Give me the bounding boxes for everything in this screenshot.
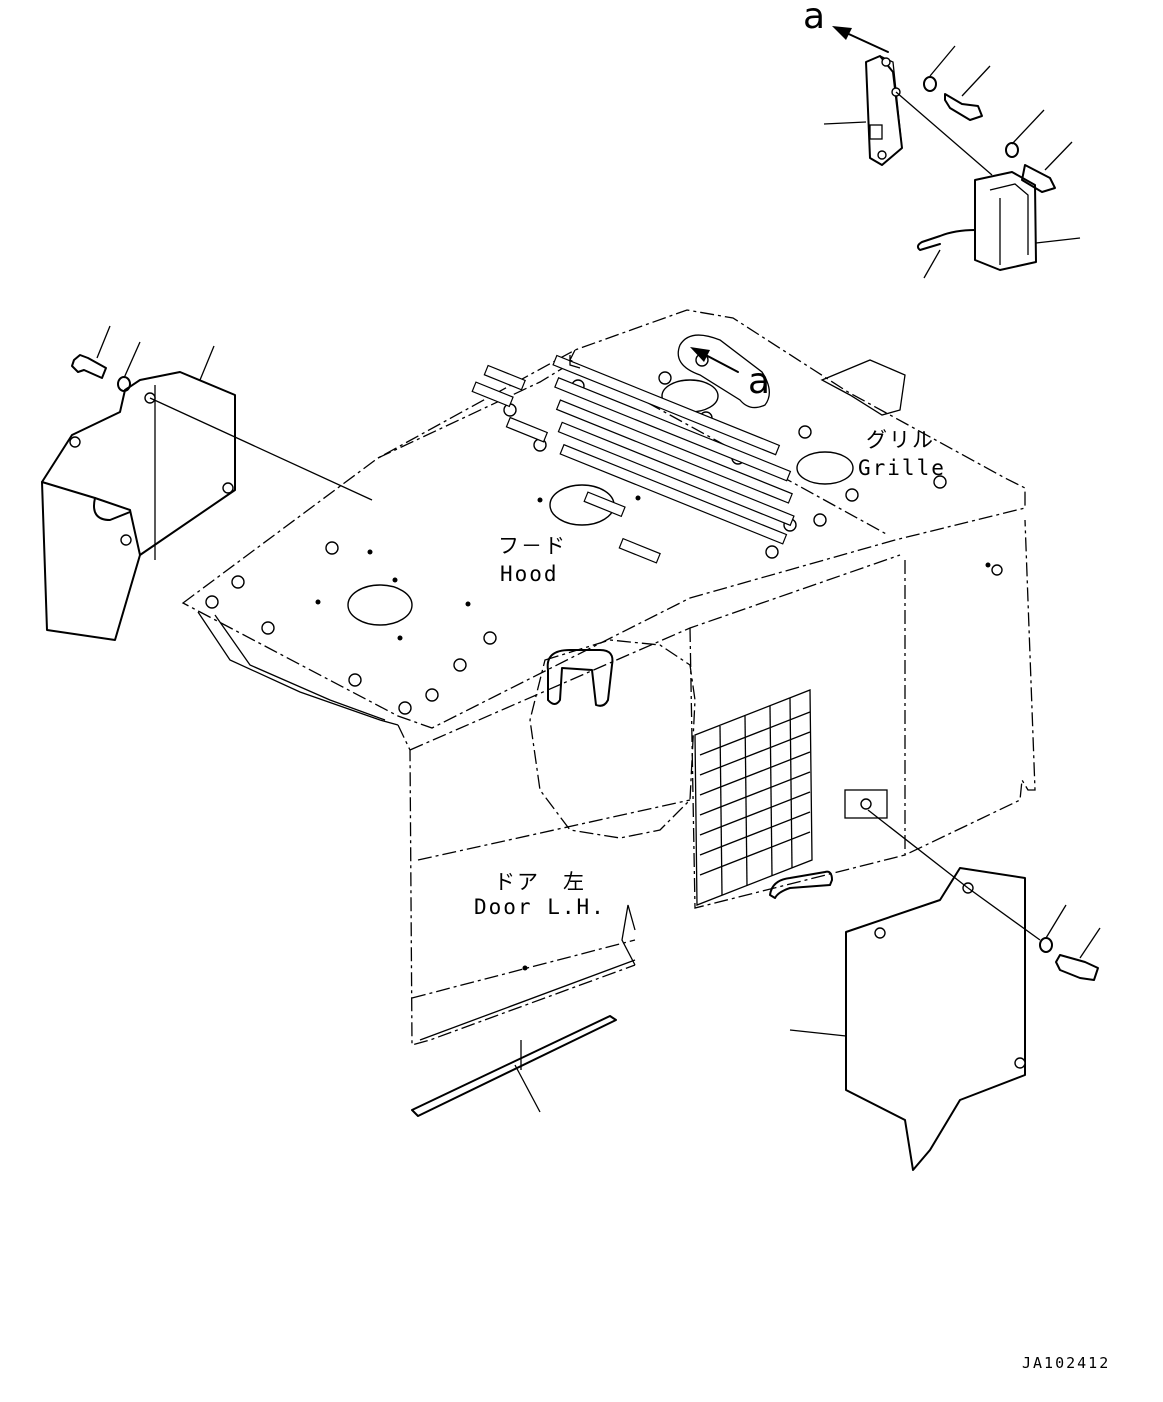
hood-label-en: Hood (500, 562, 559, 586)
door-label-en: Door L.H. (474, 895, 606, 919)
hood-assembly (181, 309, 1036, 1046)
hood-view-arrow (677, 334, 770, 409)
drawing-code: JA102412 (1022, 1354, 1110, 1372)
side-grille (694, 689, 813, 906)
door-seal-strip (411, 1015, 617, 1117)
hood-grille-slots (471, 354, 795, 564)
grille-label-en: Grille (858, 456, 946, 480)
door-label-jp: ドア 左 (494, 870, 586, 894)
view-a-label-top: a (803, 0, 825, 37)
left-cover-plate (41, 325, 373, 641)
view-a-label-hood: a (748, 361, 770, 402)
right-cover-plate (789, 809, 1101, 1171)
hood-label-jp: フ－ド (498, 534, 567, 558)
grille-label-jp: グリル (866, 428, 935, 452)
view-a-bracket (823, 26, 1081, 279)
